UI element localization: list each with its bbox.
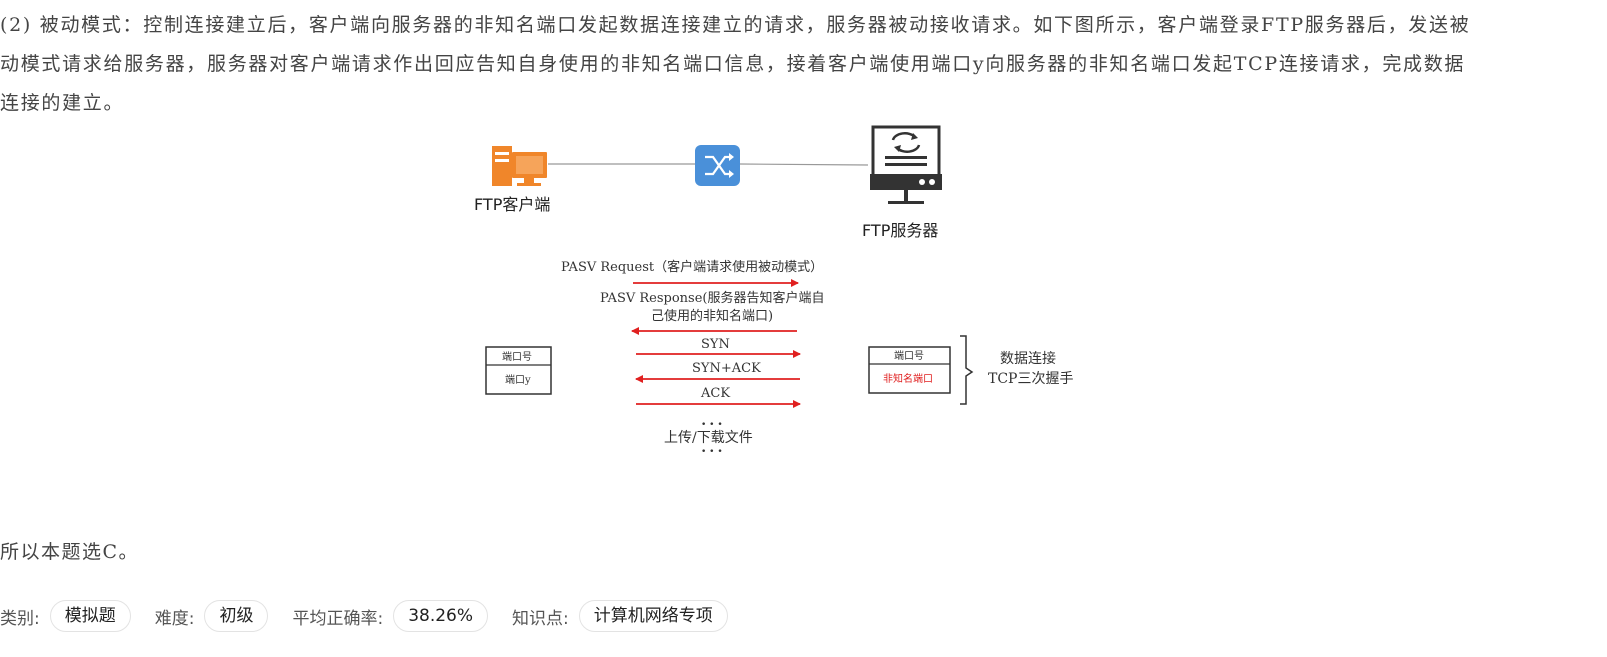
explanation-line: 连接的建立。 — [0, 92, 125, 114]
explanation-paragraph: (2) 被动模式：控制连接建立后，客户端向服务器的非知名端口发起数据连接建立的请… — [0, 6, 1600, 123]
difficulty-tag[interactable]: 初级 — [204, 600, 269, 632]
network-link — [739, 163, 869, 166]
accuracy-label: 平均正确率: — [292, 608, 384, 629]
pasv-request-label: PASV Request（客户端请求使用被动模式） — [561, 259, 823, 275]
client-label: FTP客户端 — [474, 195, 550, 214]
port-value: 端口y — [505, 373, 531, 386]
pasv-response-label: PASV Response(服务器告知客户端自 — [600, 290, 824, 306]
data-connection-label: 数据连接 — [1000, 350, 1056, 367]
pasv-response-label: 己使用的非知名端口) — [651, 308, 773, 324]
explanation-line: 动模式请求给服务器，服务器对客户端请求作出回应告知自身使用的非知名端口信息，接着… — [0, 53, 1466, 75]
syn-label: SYN — [701, 337, 730, 352]
client-port-box: 端口号 端口y — [485, 346, 552, 395]
ellipsis: • • • — [701, 420, 723, 430]
port-value: 非知名端口 — [883, 372, 933, 385]
handshake-label: TCP三次握手 — [988, 371, 1073, 387]
server-icon — [870, 125, 942, 204]
accuracy-tag: 38.26% — [393, 600, 489, 632]
switch-icon — [695, 145, 740, 186]
port-header: 端口号 — [502, 350, 532, 363]
bracket — [960, 335, 974, 405]
server-label: FTP服务器 — [862, 221, 938, 240]
category-label: 类别: — [0, 608, 40, 629]
ellipsis: • • • — [701, 447, 723, 457]
port-header: 端口号 — [894, 349, 924, 362]
knowledge-tag[interactable]: 计算机网络专项 — [578, 600, 728, 632]
difficulty-label: 难度: — [154, 608, 195, 629]
question-meta-bar: 类别: 模拟题 难度: 初级 平均正确率: 38.26% 知识点: 计算机网络专… — [0, 599, 752, 633]
transfer-label: 上传/下载文件 — [664, 430, 753, 446]
computer-icon — [492, 146, 547, 186]
synack-label: SYN+ACK — [692, 361, 761, 376]
server-port-box: 端口号 非知名端口 — [868, 346, 951, 394]
category-tag[interactable]: 模拟题 — [49, 600, 131, 632]
knowledge-label: 知识点: — [512, 608, 569, 629]
conclusion-text: 所以本题选C。 — [0, 541, 140, 563]
ack-label: ACK — [700, 386, 730, 401]
explanation-line: (2) 被动模式：控制连接建立后，客户端向服务器的非知名端口发起数据连接建立的请… — [0, 14, 1471, 36]
